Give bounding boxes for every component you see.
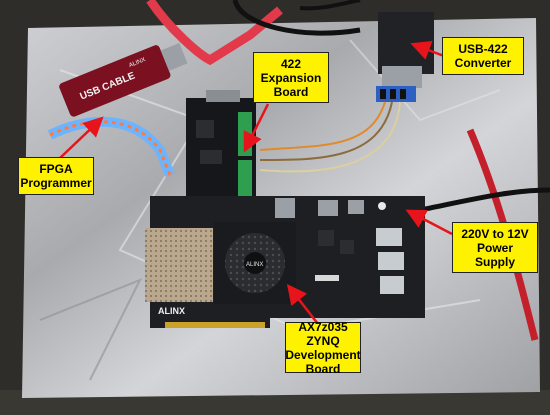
heatsink (145, 228, 213, 302)
arrow-zynq (286, 284, 319, 325)
label-usb422-converter: USB-422 Converter (442, 37, 524, 75)
label-fpga-programmer: FPGA Programmer (18, 157, 94, 195)
expansion-board-device (186, 90, 256, 206)
arrow-power (405, 209, 453, 236)
red-usb-cable (146, 0, 283, 66)
zynq-board-device: ALINX ALINX (145, 196, 425, 328)
label-power-supply: 220V to 12V Power Supply (452, 222, 538, 273)
black-cable (232, 0, 361, 36)
label-zynq-board: AX7z035 ZYNQ Development Board (285, 319, 361, 376)
arrow-usb422 (410, 40, 445, 60)
alinx-fan-print: ALINX (246, 262, 263, 268)
arrow-fpga (59, 116, 104, 159)
arrow-expansion (243, 103, 270, 153)
label-expansion-board: 422 Expansion Board (253, 52, 329, 103)
alinx-board-print: ALINX (158, 306, 185, 316)
